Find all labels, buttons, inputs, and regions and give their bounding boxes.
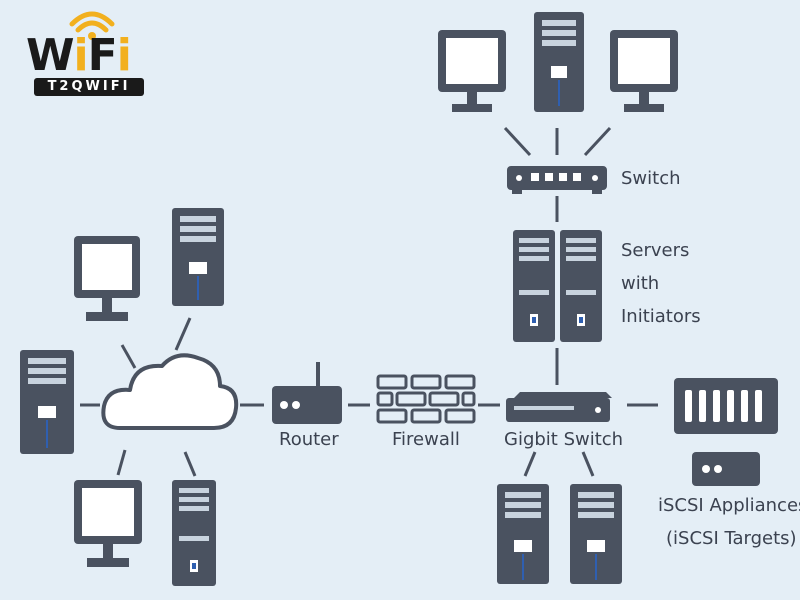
servers-label-line1: Servers	[621, 240, 690, 261]
router-label: Router	[279, 429, 339, 450]
server-tower-icon	[570, 484, 622, 584]
iscsi-label-line2: (iSCSI Targets)	[666, 528, 797, 549]
firewall-icon	[376, 374, 476, 424]
server-tower-icon	[172, 208, 224, 306]
monitor-icon	[74, 480, 142, 567]
servers-label-line3: Initiators	[621, 306, 701, 327]
iscsi-label-line1: iSCSI Appliances	[658, 495, 800, 516]
router-icon	[272, 362, 342, 424]
server-tower-icon	[172, 480, 216, 586]
storage-appliance-icon	[692, 452, 760, 486]
servers-label-line2: with	[621, 273, 660, 294]
gigabit-switch-label: Gigbit Switch	[504, 429, 624, 450]
logo-tagline: T2QWIFI	[34, 78, 144, 96]
logo-wordmark: WiFi	[26, 30, 132, 81]
switch-icon	[507, 166, 607, 194]
monitor-icon	[438, 30, 506, 112]
cloud-icon	[101, 353, 239, 430]
monitor-icon	[610, 30, 678, 112]
server-tower-icon	[497, 484, 549, 584]
server-tower-icon	[513, 230, 555, 342]
server-tower-icon	[560, 230, 602, 342]
switch-label: Switch	[621, 168, 681, 189]
gigabit-switch-icon	[506, 392, 612, 422]
server-tower-icon	[534, 12, 584, 112]
firewall-label: Firewall	[392, 429, 460, 450]
monitor-icon	[74, 236, 140, 321]
server-tower-icon	[20, 350, 74, 454]
storage-array-icon	[674, 378, 778, 434]
